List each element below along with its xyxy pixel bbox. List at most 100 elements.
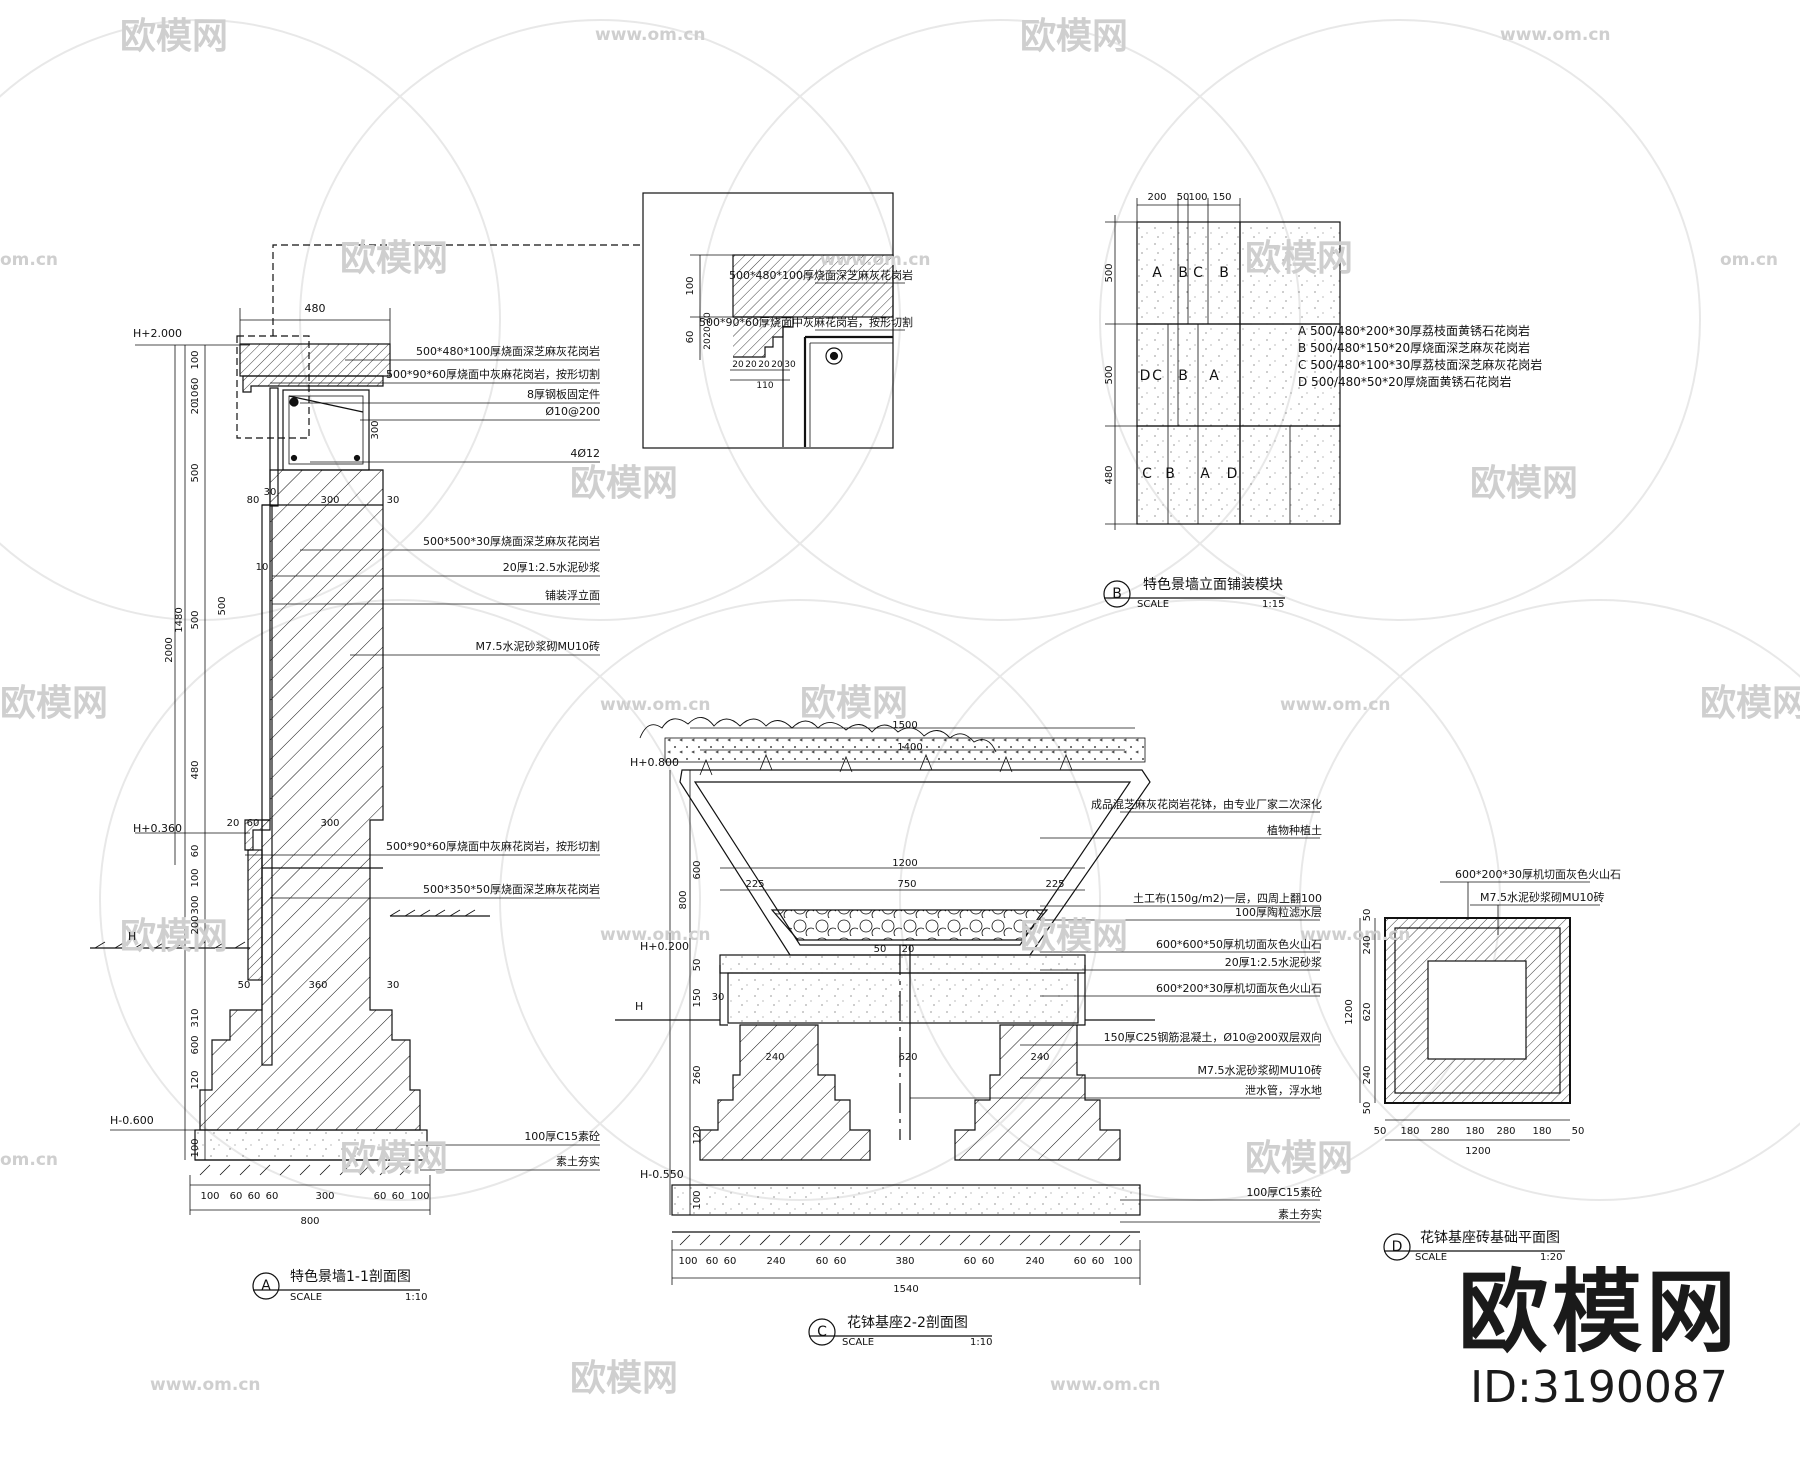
dim-label: 500 <box>190 610 201 629</box>
dim-label: 60 <box>834 1256 847 1267</box>
dim-label: 300 <box>190 895 201 914</box>
note-label: 成品混芝麻灰花岗岩花钵，由专业厂家二次深化 <box>1091 797 1322 811</box>
dim-label: 750 <box>897 879 916 890</box>
watermark-site: 欧模网 <box>1245 238 1353 279</box>
dim-label: 480 <box>305 302 326 315</box>
dim-label: 1200 <box>1344 999 1355 1024</box>
watermark-site: 欧模网 <box>120 16 228 57</box>
section-marker: A <box>261 1278 271 1294</box>
dim-label: 300 <box>315 1191 334 1202</box>
scale-value: 1:20 <box>1540 1252 1562 1263</box>
dim-label: 300 <box>320 495 339 506</box>
level-mark-ground: H <box>128 930 136 943</box>
dim-label: 20 <box>190 402 201 415</box>
dim-label: 110 <box>756 381 773 391</box>
dim-label: 60 <box>724 1256 737 1267</box>
dim-label: 20 <box>703 326 713 338</box>
watermark-url: www.om.cn <box>1500 25 1611 45</box>
dim-label: 120 <box>190 1070 201 1089</box>
section-marker: B <box>1112 586 1122 602</box>
dim-label: 60 <box>1092 1256 1105 1267</box>
watermark-url: www.om.cn <box>595 25 706 45</box>
dim-label: 50 <box>238 980 251 991</box>
note-label: 20厚1:2.5水泥砂浆 <box>503 560 600 574</box>
level-mark-mid: H+0.200 <box>640 940 689 953</box>
watermark-site: 欧模网 <box>340 238 448 279</box>
dim-label: 30 <box>387 495 400 506</box>
watermark-site: 欧模网 <box>570 463 678 504</box>
note-label: 100厚C15素砼 <box>524 1130 600 1143</box>
dim-label: 240 <box>1362 935 1373 954</box>
level-mark-bottom: H-0.600 <box>110 1114 154 1127</box>
dim-label: 600 <box>692 860 703 879</box>
dim-label: 240 <box>766 1256 785 1267</box>
dim-label: 280 <box>1430 1126 1449 1137</box>
dim-label: 50 <box>692 959 703 972</box>
dim-label: 800 <box>300 1216 319 1227</box>
dim-label: 300 <box>320 818 339 829</box>
note-label: 600*200*30厚机切面灰色火山石 <box>1455 867 1621 881</box>
dim-label: 60 <box>190 845 201 858</box>
dim-label: 1200 <box>892 858 917 869</box>
watermark-url: www.om.cn <box>1050 1375 1161 1395</box>
module-letter: D <box>1140 368 1151 384</box>
dim-label: 20 <box>227 818 240 829</box>
watermark-site: 欧模网 <box>1700 683 1800 724</box>
watermark-site: 欧模网 <box>0 683 108 724</box>
dim-label: 100 <box>685 276 696 295</box>
dim-label: 100 <box>190 350 201 369</box>
wall-section-drawing <box>90 244 640 1300</box>
dim-label: 200 <box>190 915 201 934</box>
dim-label: 30 <box>264 487 277 498</box>
dim-label: 100 <box>678 1256 697 1267</box>
section-marker: D <box>1392 1239 1403 1255</box>
drawing-title: 花钵基座砖基础平面图 <box>1420 1229 1560 1246</box>
watermark-url-fragment: om.cn <box>0 250 58 270</box>
brand-id: ID:3190087 <box>1470 1361 1728 1413</box>
drawing-title: 特色景墙1-1剖面图 <box>290 1268 411 1285</box>
dim-label: 310 <box>190 1008 201 1027</box>
note-label: 100厚陶粒滤水层 <box>1235 905 1322 919</box>
dim-label: 50 <box>1362 909 1373 922</box>
watermark-url: www.om.cn <box>1300 925 1411 945</box>
note-label: 150厚C25钢筋混凝土，Ø10@200双层双向 <box>1104 1030 1322 1044</box>
module-letter: D <box>1227 466 1238 482</box>
dim-label: 80 <box>247 495 260 506</box>
legend-item: A 500/480*200*30厚荔枝面黄锈石花岗岩 <box>1298 323 1530 338</box>
note-label: 20厚1:2.5水泥砂浆 <box>1225 955 1322 969</box>
note-label: 600*600*50厚机切面灰色火山石 <box>1156 937 1322 951</box>
planter-base-section <box>615 717 1320 1346</box>
module-letter: A <box>1209 368 1219 384</box>
watermark-url: www.om.cn <box>600 925 711 945</box>
dim-label: 30 <box>712 992 725 1003</box>
scale-label: SCALE <box>842 1337 874 1348</box>
dim-label: 20 <box>771 360 783 370</box>
dim-label: 100 <box>410 1191 429 1202</box>
watermark-site: 欧模网 <box>340 1138 448 1179</box>
brand-logo: 欧模网 <box>1458 1259 1740 1365</box>
drawing-title: 花钵基座2-2剖面图 <box>847 1314 968 1331</box>
dim-label: 60 <box>982 1256 995 1267</box>
section-marker: C <box>817 1324 827 1340</box>
module-letter: C <box>1152 368 1162 384</box>
note-label: 植物种植土 <box>1267 823 1322 837</box>
dim-label: 240 <box>1025 1256 1044 1267</box>
dim-label: 50 <box>1572 1126 1585 1137</box>
dim-label: 100 <box>190 868 201 887</box>
dim-label: 1200 <box>1465 1146 1490 1157</box>
note-label: 素土夯实 <box>1278 1207 1322 1221</box>
module-letter: A <box>1200 466 1210 482</box>
annotation-text-layer: 欧模网欧模网欧模网欧模网欧模网欧模网欧模网欧模网欧模网欧模网欧模网欧模网欧模网欧… <box>0 16 1800 1399</box>
dim-label: 620 <box>1362 1002 1373 1021</box>
dim-label: 60 <box>374 1191 387 1202</box>
dim-label: 240 <box>1362 1065 1373 1084</box>
dim-label: 60 <box>392 1191 405 1202</box>
note-label: 500*480*100厚烧面深芝麻灰花岗岩 <box>729 268 913 282</box>
dim-label: 60 <box>190 378 201 391</box>
note-label: 素土夯实 <box>556 1154 600 1168</box>
dim-label: 50 <box>1374 1126 1387 1137</box>
dim-label: 50 <box>1362 1102 1373 1115</box>
scale-value: 1:10 <box>405 1292 427 1303</box>
